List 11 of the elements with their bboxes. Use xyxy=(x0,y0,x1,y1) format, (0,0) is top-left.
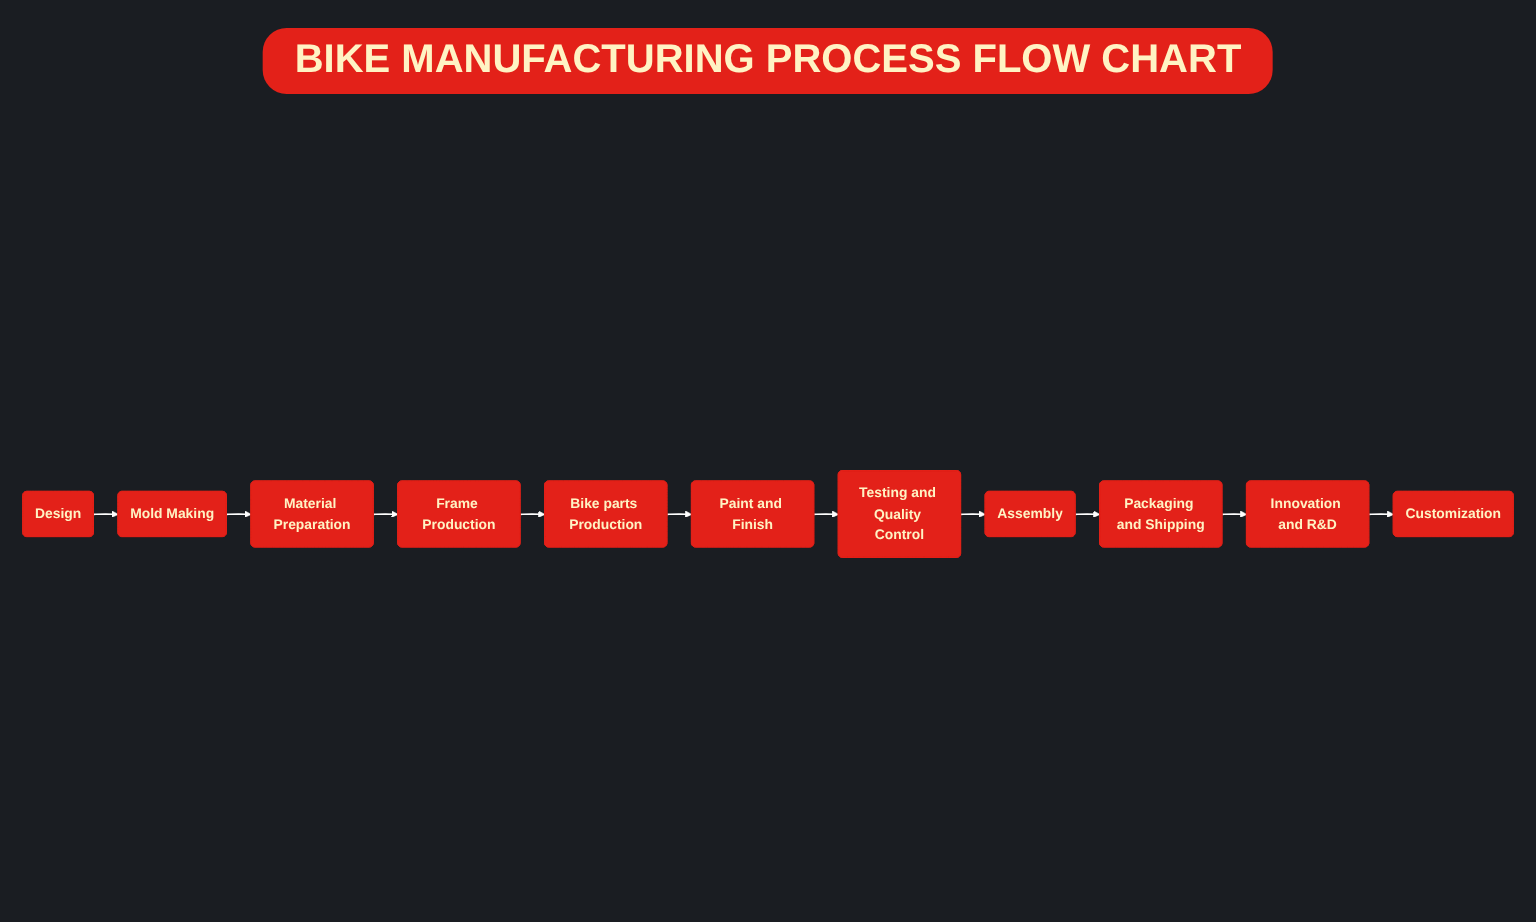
arrow xyxy=(1368,509,1394,517)
arrow xyxy=(666,509,693,517)
arrow xyxy=(519,509,546,517)
arrow xyxy=(1074,509,1101,517)
arrow xyxy=(93,509,119,517)
arrow xyxy=(813,509,839,517)
arrow xyxy=(225,509,252,517)
title: BIKE MANUFACTURING PROCESS FLOW CHART xyxy=(262,28,1274,94)
arrow xyxy=(1221,509,1248,517)
arrow xyxy=(960,509,986,517)
arrow xyxy=(372,509,399,517)
